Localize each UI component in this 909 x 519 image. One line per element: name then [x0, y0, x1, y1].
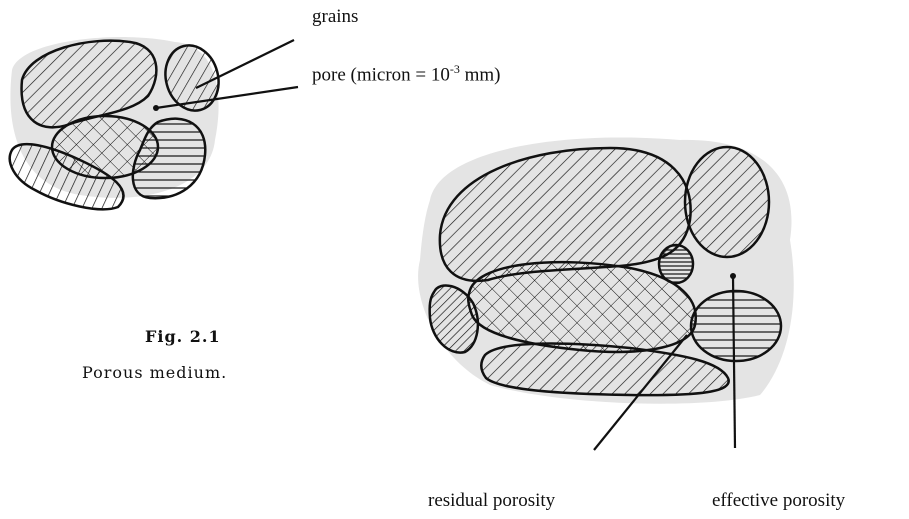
large-grain-right: [685, 147, 769, 257]
label-pore-suffix: mm): [460, 64, 501, 85]
label-pore-exponent: -3: [450, 62, 460, 76]
large-grain-horizontal: [691, 291, 781, 361]
label-grains: grains: [312, 6, 358, 28]
label-pore: pore (micron = 10-3 mm): [312, 62, 501, 86]
label-pore-prefix: pore (micron = 10: [312, 64, 450, 85]
figure-caption: Porous medium.: [82, 363, 227, 382]
large-porous-medium: [418, 138, 794, 451]
label-residual-porosity: residual porosity: [428, 490, 555, 512]
small-porous-medium: [10, 37, 298, 209]
figure-number: Fig. 2.1: [145, 327, 221, 346]
label-effective-porosity: effective porosity: [712, 490, 845, 512]
